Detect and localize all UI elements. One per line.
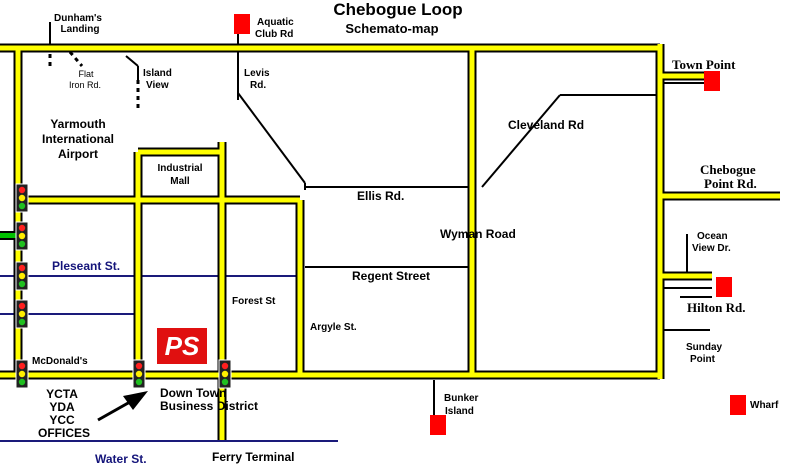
- bunker-island-marker: [430, 415, 446, 435]
- forest-st-label: Forest St: [232, 296, 276, 307]
- traffic-light-icon: [15, 359, 29, 389]
- wharf-marker: [730, 395, 746, 415]
- chebogue-point-label-1: Chebogue: [700, 162, 756, 177]
- map-subtitle: Schemato-map: [345, 21, 438, 36]
- bunker-island-label-2: Island: [445, 406, 474, 417]
- town-point-marker: [704, 71, 720, 91]
- offices-label-1: YCTA: [46, 387, 78, 401]
- airport-label-2: International: [42, 132, 114, 146]
- ferry-terminal-label: Ferry Terminal: [212, 450, 294, 464]
- offices-label-2: YDA: [49, 400, 75, 414]
- town-point-label: Town Point: [672, 57, 736, 72]
- cleveland-rd-label: Cleveland Rd: [508, 118, 584, 132]
- downtown-label-2: Business District: [160, 399, 258, 413]
- offices-arrow: [97, 391, 148, 422]
- main-roads-outline: [0, 43, 780, 440]
- traffic-light-icon: [132, 359, 146, 389]
- sunday-point-label-1: Sunday: [686, 342, 723, 353]
- ps-logo: PS: [157, 328, 207, 364]
- downtown-label-1: Down Town: [160, 386, 226, 400]
- aquatic-club-marker: [234, 14, 250, 34]
- aquatic-club-label-1: Aquatic: [257, 17, 294, 28]
- pleseant-st-label: Pleseant St.: [52, 259, 120, 273]
- chebogue-point-label-2: Point Rd.: [704, 176, 757, 191]
- traffic-light-icon: [15, 299, 29, 329]
- levis-label-2: Rd.: [250, 80, 266, 91]
- offices-label-4: OFFICES: [38, 426, 90, 440]
- ellis-rd-label: Ellis Rd.: [357, 189, 404, 203]
- aquatic-club-label-2: Club Rd: [255, 29, 293, 40]
- bunker-island-label-1: Bunker: [444, 393, 479, 404]
- sunday-point-label-2: Point: [690, 354, 716, 365]
- svg-text:PS: PS: [165, 331, 200, 361]
- hilton-rd-label: Hilton Rd.: [687, 300, 746, 315]
- traffic-light-icon: [15, 261, 29, 291]
- island-view-label-2: View: [146, 80, 169, 91]
- dunhams-landing-label-1: Dunham's: [54, 13, 102, 24]
- industrial-mall-label-2: Mall: [170, 176, 190, 187]
- island-view-label-1: Island: [143, 68, 172, 79]
- ocean-view-label-2: View Dr.: [692, 243, 731, 254]
- traffic-light-icon: [218, 359, 232, 389]
- wyman-road-label: Wyman Road: [440, 227, 516, 241]
- levis-label-1: Levis: [244, 68, 270, 79]
- hilton-marker: [716, 277, 732, 297]
- wharf-label: Wharf: [750, 400, 779, 411]
- flat-iron-label-2: Iron Rd.: [69, 80, 101, 90]
- thin-roads: [49, 22, 712, 415]
- offices-label-3: YCC: [49, 413, 75, 427]
- traffic-light-icon: [15, 221, 29, 251]
- airport-label-1: Yarmouth: [50, 117, 105, 131]
- highway-stub: [0, 231, 16, 240]
- airport-label-3: Airport: [58, 147, 98, 161]
- flat-iron-label-1: Flat: [78, 69, 94, 79]
- map-title: Chebogue Loop: [333, 0, 462, 19]
- mcdonalds-label: McDonald's: [32, 356, 88, 367]
- regent-street-label: Regent Street: [352, 269, 430, 283]
- traffic-lights: [15, 183, 232, 389]
- location-markers: [234, 14, 746, 435]
- water-st-label: Water St.: [95, 452, 147, 466]
- dashed-roads: [48, 46, 140, 112]
- industrial-mall-label-1: Industrial: [157, 163, 202, 174]
- dunhams-landing-label-2: Landing: [61, 24, 100, 35]
- ocean-view-label-1: Ocean: [697, 231, 728, 242]
- argyle-st-label: Argyle St.: [310, 322, 357, 333]
- traffic-light-icon: [15, 183, 29, 213]
